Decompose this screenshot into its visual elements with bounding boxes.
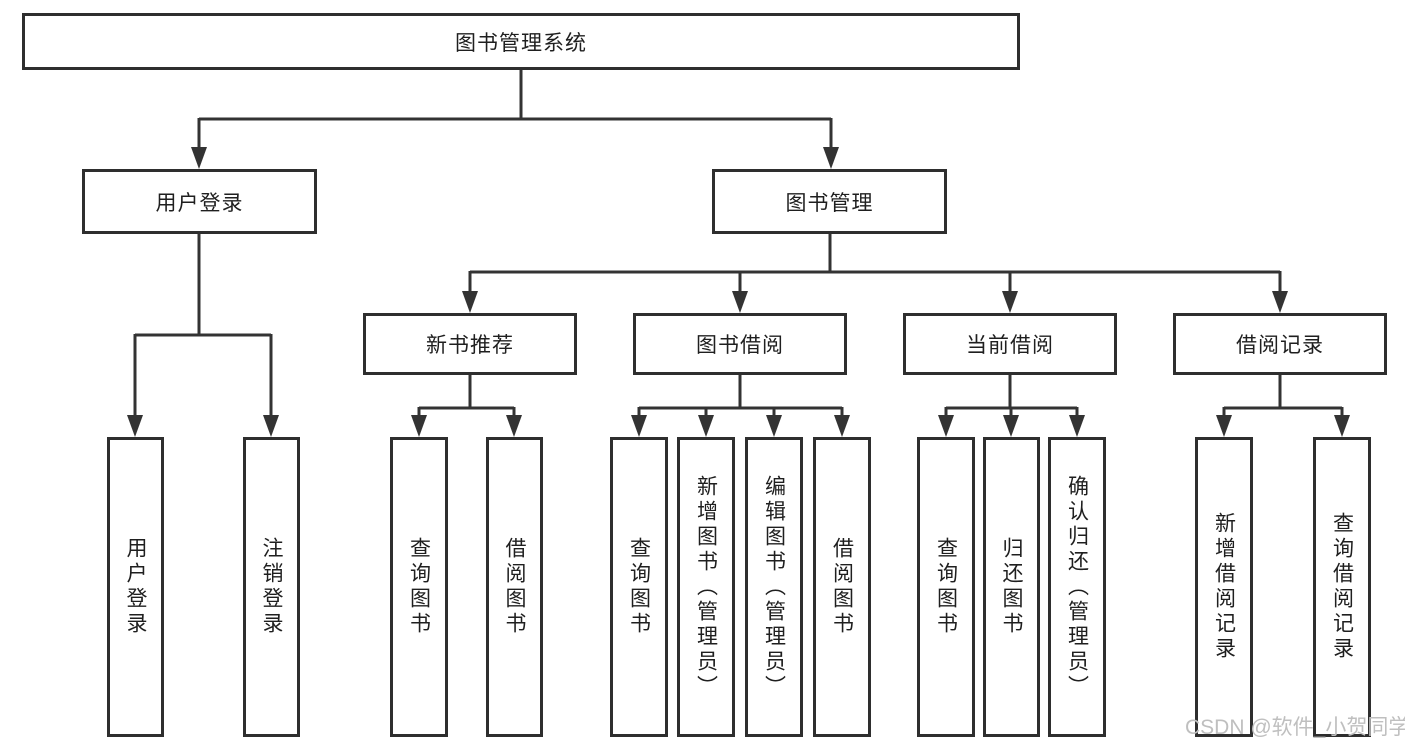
- leaf-query-book-current: 查询图书: [917, 437, 975, 737]
- node-book-management: 图书管理: [712, 169, 947, 234]
- leaf-query-book-borrow: 查询图书: [610, 437, 668, 737]
- leaf-query-book-recommend: 查询图书: [390, 437, 448, 737]
- leaf-query-borrow-record: 查询借阅记录: [1313, 437, 1371, 737]
- leaf-edit-book-admin: 编辑图书（管理员）: [745, 437, 803, 737]
- node-library-system: 图书管理系统: [22, 13, 1020, 70]
- leaf-add-borrow-record: 新增借阅记录: [1195, 437, 1253, 737]
- leaf-user-login: 用户登录: [107, 437, 164, 737]
- leaf-confirm-return-admin: 确认归还（管理员）: [1048, 437, 1106, 737]
- node-user-login: 用户登录: [82, 169, 317, 234]
- arrowhead-icons: [127, 147, 1350, 437]
- leaf-borrow-book-recommend: 借阅图书: [486, 437, 543, 737]
- node-new-book-recommend: 新书推荐: [363, 313, 577, 375]
- csdn-watermark: CSDN @软件_小贺同学: [1185, 716, 1405, 739]
- leaf-logout: 注销登录: [243, 437, 300, 737]
- node-book-borrowing: 图书借阅: [633, 313, 847, 375]
- leaf-add-book-admin: 新增图书（管理员）: [677, 437, 735, 737]
- leaf-return-book: 归还图书: [983, 437, 1040, 737]
- node-borrow-records: 借阅记录: [1173, 313, 1387, 375]
- node-current-borrowing: 当前借阅: [903, 313, 1117, 375]
- leaf-borrow-book: 借阅图书: [813, 437, 871, 737]
